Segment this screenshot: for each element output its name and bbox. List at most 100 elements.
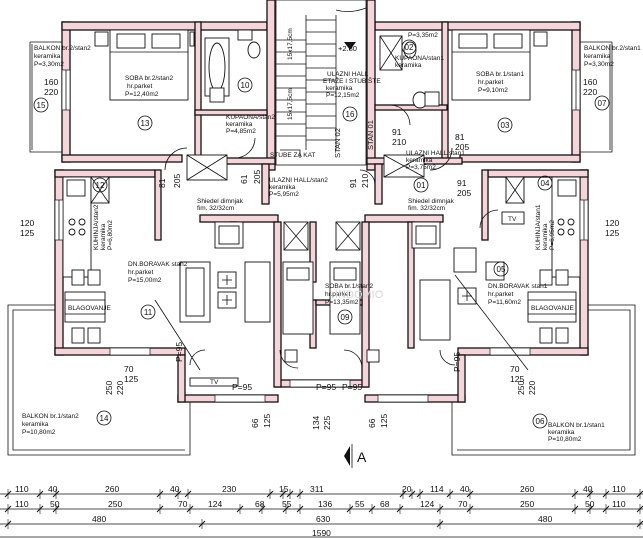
dim-91-b: 91 bbox=[348, 178, 358, 188]
blagovanje-left-box bbox=[64, 299, 106, 315]
dim-61-205: 205 bbox=[252, 170, 262, 184]
stan01-label: STAN 01 bbox=[366, 120, 375, 150]
dim-r3-2: 480 bbox=[538, 514, 552, 524]
dim-total: 1590 bbox=[312, 528, 331, 538]
dim-250-right: 250 bbox=[516, 381, 526, 395]
dim-r2-8: 55 bbox=[355, 499, 365, 509]
blagovanje-left: BLAGOVANJE bbox=[68, 305, 112, 312]
dim-r3-1: 630 bbox=[316, 514, 330, 524]
dim-r1-8: 114 bbox=[430, 484, 444, 494]
room-number-03: 03 bbox=[501, 121, 510, 130]
dim-210-a: 210 bbox=[392, 137, 406, 147]
blagovanje-right-box bbox=[527, 299, 577, 315]
kuhinja-stan2-name: KUHINJA/stan2 bbox=[93, 204, 100, 250]
dim-66-left: 66 bbox=[250, 418, 260, 428]
hall-stan2-area: P=5,95m2 bbox=[269, 191, 299, 198]
kupaona-stan2-area: P=4,85m2 bbox=[226, 128, 256, 135]
dim-250-left: 250 bbox=[104, 381, 114, 395]
kuhinja-stan2-floor: keramika bbox=[100, 223, 107, 250]
dim-125-right-bottom: 125 bbox=[510, 374, 524, 384]
room-number-12: 12 bbox=[96, 181, 105, 190]
tv-left: TV bbox=[210, 379, 219, 386]
balkon-stan2-top-area: P=3,30m2 bbox=[34, 61, 64, 68]
balkon-stan2-top-name: BALKON br.2/stan2 bbox=[34, 45, 91, 52]
balkon-stan1-top-floor: keramika bbox=[584, 53, 611, 60]
dim-r1-11: 40 bbox=[583, 484, 593, 494]
balkon-stan2-bottom-name: BALKON br.1/stan2 bbox=[22, 413, 79, 420]
dim-r1-2: 260 bbox=[105, 484, 119, 494]
kupaona-stan1-floor: keramika bbox=[395, 62, 422, 69]
blagovanje-right: BLAGOVANJE bbox=[531, 305, 575, 312]
dim-125-left: 125 bbox=[20, 228, 34, 238]
dim-r2-4: 124 bbox=[208, 499, 222, 509]
dim-81-right: 81 bbox=[455, 132, 465, 142]
dim-r2-2: 250 bbox=[108, 499, 122, 509]
dim-r1-12: 110 bbox=[612, 484, 626, 494]
dim-r2-14: 110 bbox=[612, 499, 626, 509]
hall-stan1-floor: keramika bbox=[406, 157, 433, 164]
dim-r1-0: 110 bbox=[15, 484, 29, 494]
opening-dimensions: 160 220 160 220 120 125 120 125 81 205 6… bbox=[20, 77, 619, 430]
balkon-stan1-bottom-name: BALKON br.1/stan1 bbox=[548, 422, 605, 429]
dim-225: 225 bbox=[322, 416, 332, 430]
room-number-02: 02 bbox=[405, 43, 414, 52]
p95-3: P=95 bbox=[342, 382, 362, 392]
dim-91-a: 91 bbox=[392, 127, 402, 137]
dim-row-3: 480 630 480 bbox=[92, 514, 552, 524]
dnevni-stan1-area: P=11,60m2 bbox=[488, 299, 521, 306]
dim-70-left: 70 bbox=[124, 364, 134, 374]
dim-r3-0: 480 bbox=[92, 514, 106, 524]
dim-125-66-left: 125 bbox=[262, 414, 272, 428]
dim-r1-7: 20 bbox=[402, 484, 412, 494]
room-number-07: 07 bbox=[598, 99, 607, 108]
dim-120-right: 120 bbox=[605, 218, 619, 228]
hall-stan1-area: P=3,75m2 bbox=[406, 164, 436, 171]
room-number-06: 06 bbox=[536, 417, 545, 426]
room-number-11: 11 bbox=[144, 308, 153, 317]
dim-r2-13: 50 bbox=[585, 499, 595, 509]
soba-stan1-area: P=9,10m2 bbox=[478, 87, 508, 94]
tv-right: TV bbox=[508, 216, 517, 223]
dim-r1-3: 40 bbox=[170, 484, 180, 494]
room-number-15: 15 bbox=[37, 101, 46, 110]
dim-row-2: 110 50 250 70 124 68 55 136 55 68 124 70… bbox=[15, 499, 626, 509]
dim-r1-5: 15 bbox=[279, 484, 289, 494]
dnevni-stan1-floor: hr.parket bbox=[488, 291, 513, 298]
soba-stan1-name: SOBA br.1/stan1 bbox=[476, 71, 524, 78]
misc-labels: BLAGOVANJE BLAGOVANJE STAN 02 STAN 01 ST… bbox=[64, 28, 577, 386]
dim-70-right: 70 bbox=[510, 364, 520, 374]
dim-120-left: 120 bbox=[20, 218, 34, 228]
stair-dims-2: 15x17,5cm bbox=[287, 88, 294, 120]
dim-r2-5: 68 bbox=[255, 499, 265, 509]
room-number-16: 16 bbox=[346, 110, 355, 119]
balkon-stan1-bottom-floor: keramika bbox=[548, 429, 575, 436]
dim-r1-4: 230 bbox=[222, 484, 236, 494]
dim-r2-7: 136 bbox=[318, 499, 332, 509]
dim-r2-12: 250 bbox=[520, 499, 534, 509]
dnevni-stan2-name: DN.BORAVAK stan2 bbox=[128, 261, 188, 268]
furniture bbox=[62, 29, 581, 387]
hall-stan2-name: ULAZNI HALL/stan2 bbox=[269, 177, 328, 184]
dim-125-66-right: 125 bbox=[379, 414, 389, 428]
stan02-label: STAN 02 bbox=[333, 128, 342, 158]
soba-stan1-floor: hr.parket bbox=[478, 79, 503, 86]
dim-r2-9: 68 bbox=[380, 499, 390, 509]
balkon-stan2-bottom-area: P=10,80m2 bbox=[22, 429, 56, 436]
dnevni-stan2-floor: hr.parket bbox=[128, 269, 153, 276]
dim-r2-10: 124 bbox=[420, 499, 434, 509]
dim-r2-6: 55 bbox=[282, 499, 292, 509]
dim-r2-3: 70 bbox=[178, 499, 188, 509]
room-number-09: 09 bbox=[341, 313, 350, 322]
dim-61: 61 bbox=[239, 174, 249, 184]
dim-210-b: 210 bbox=[360, 174, 370, 188]
dim-160-right: 160 bbox=[583, 77, 597, 87]
balkon-stan1-top-name: BALKON br.2/stan1 bbox=[584, 45, 641, 52]
room-number-10: 10 bbox=[241, 81, 250, 90]
hall-stubiste-floor: keramika bbox=[326, 85, 353, 92]
dim-160-left: 160 bbox=[44, 77, 58, 87]
dim-205-right: 205 bbox=[455, 142, 469, 152]
kuhinja-stan1-area: P=6,95m2 bbox=[549, 220, 556, 250]
p95-5: P=95 bbox=[452, 352, 462, 372]
dim-220-left: 220 bbox=[44, 87, 58, 97]
